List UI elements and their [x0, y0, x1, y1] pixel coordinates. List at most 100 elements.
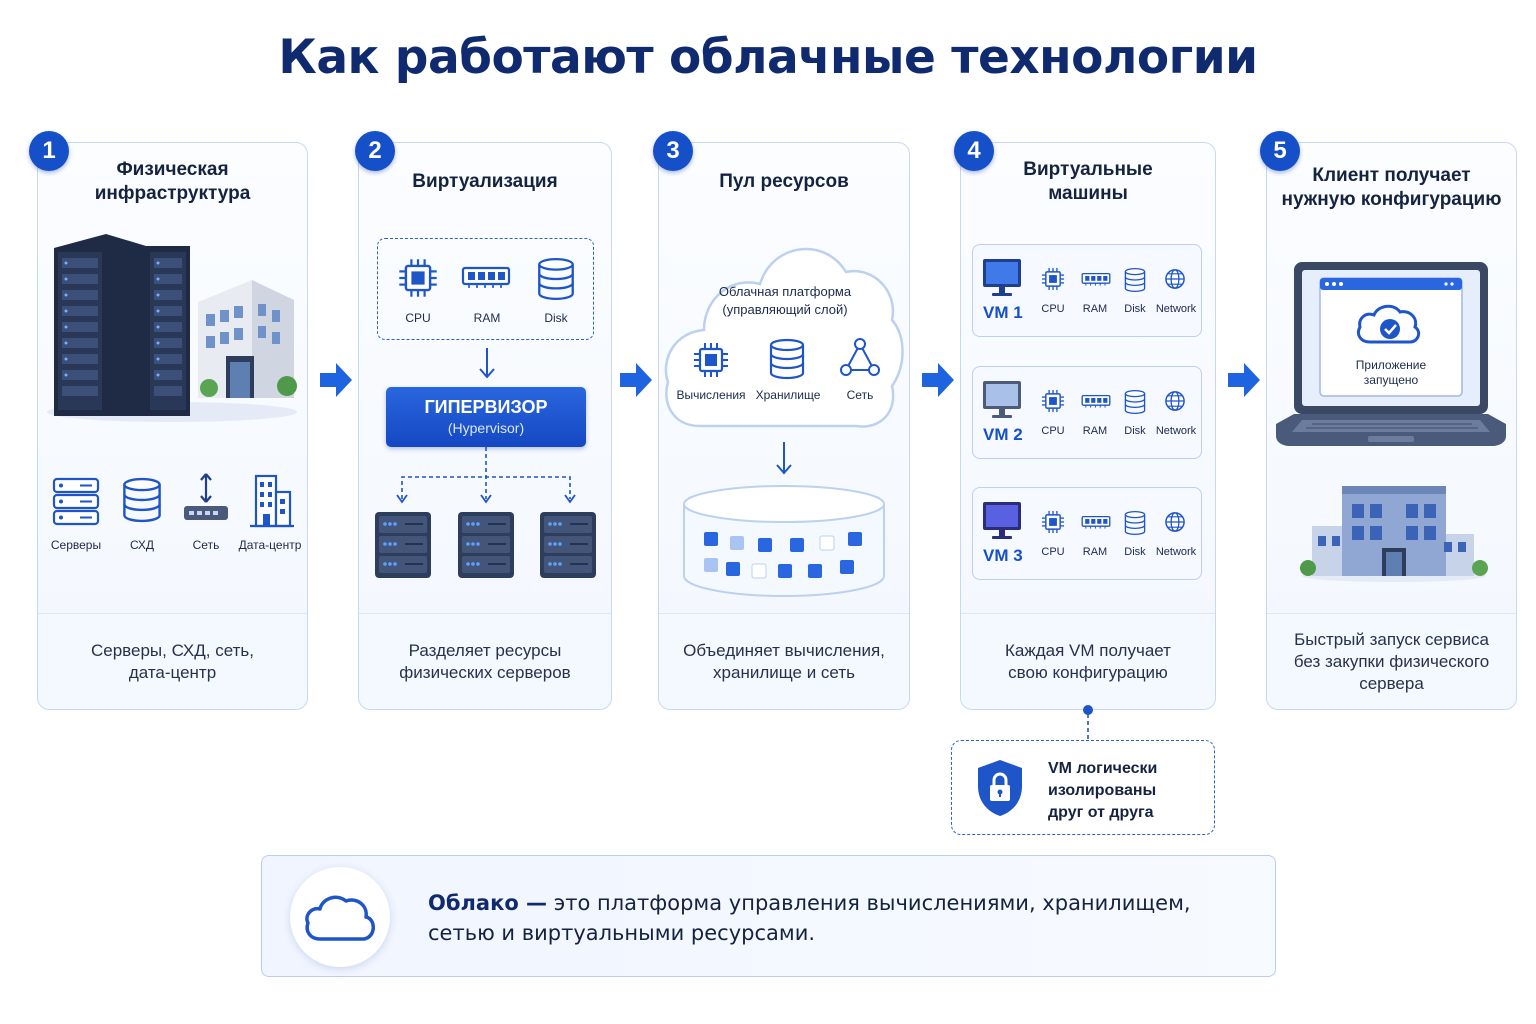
servers-icon — [52, 477, 100, 526]
vm-card: VM 1 — [972, 244, 1202, 337]
pool-label-network: Сеть — [846, 388, 874, 402]
vm-res-network: Network — [1155, 425, 1197, 437]
step-title: Клиент получает нужную конфигурацию — [1281, 165, 1502, 210]
network-globe-icon — [1162, 266, 1188, 292]
step-title: Виртуализация — [412, 171, 558, 192]
storage-icon — [767, 337, 807, 381]
cloud-platform-icon — [664, 247, 904, 428]
shield-lock-icon — [978, 760, 1022, 816]
resource-label-cpu: CPU — [405, 311, 431, 325]
page-title: Как работают облачные технологии — [278, 30, 1258, 85]
resource-group-box — [377, 238, 594, 340]
disk-icon — [1123, 509, 1147, 537]
monitor-icon — [980, 377, 1024, 421]
cloud-platform-title: Облачная платформа (управляющий слой) — [718, 284, 852, 317]
vm-res-ram: RAM — [1082, 546, 1108, 558]
hypervisor-label: ГИПЕРВИЗОР — [424, 397, 548, 417]
summary-banner: Облако — это платформа управления вычисл… — [261, 855, 1276, 977]
step-number-badge: 4 — [954, 131, 994, 171]
arrow-down-icon — [776, 442, 792, 475]
step-caption: Каждая VM получает свою конфигурацию — [961, 613, 1215, 709]
step-number-badge: 5 — [1260, 131, 1300, 171]
cloud-icon — [305, 895, 375, 941]
step-number-badge: 1 — [29, 131, 69, 171]
arrow-right-icon — [920, 360, 956, 400]
physical-server-icon — [373, 510, 433, 580]
disk-icon — [1123, 388, 1147, 416]
vm-res-disk: Disk — [1124, 303, 1146, 315]
resource-pool-icon — [683, 485, 885, 597]
storage-icon — [120, 472, 164, 528]
monitor-icon — [980, 255, 1024, 299]
network-globe-icon — [1162, 388, 1188, 414]
compute-icon — [691, 340, 731, 380]
datacenter-illustration — [47, 234, 297, 422]
physical-server-icon — [456, 510, 516, 580]
vm-res-cpu: CPU — [1041, 425, 1065, 437]
step-title: Физическая инфраструктура — [94, 159, 251, 204]
vm-res-network: Network — [1155, 546, 1197, 558]
cpu-icon — [396, 256, 440, 300]
network-globe-icon — [1162, 509, 1188, 535]
summary-text: Облако — это платформа управления вычисл… — [428, 888, 1248, 948]
cpu-icon — [1040, 388, 1066, 414]
step-caption: Разделяет ресурсы физических серверов — [359, 613, 611, 709]
vm-name: VM 3 — [983, 546, 1023, 565]
ram-icon — [1081, 513, 1111, 531]
app-status-text: Приложение запущено — [1355, 358, 1427, 387]
ram-icon — [1081, 392, 1111, 410]
network-graph-icon — [840, 338, 880, 376]
arrow-right-icon — [618, 360, 654, 400]
vm-card: VM 2 — [972, 366, 1202, 459]
vm-res-cpu: CPU — [1041, 303, 1065, 315]
physical-server-icon — [538, 510, 598, 580]
vm-res-ram: RAM — [1082, 303, 1108, 315]
vm-res-disk: Disk — [1124, 546, 1146, 558]
vm-card: VM 3 — [972, 487, 1202, 580]
pool-label-compute: Вычисления — [676, 388, 746, 402]
step-caption: Быстрый запуск сервиса без закупки физич… — [1267, 613, 1516, 709]
vm-res-cpu: CPU — [1041, 546, 1065, 558]
step-number-badge: 2 — [355, 131, 395, 171]
vm-name: VM 2 — [983, 425, 1023, 444]
resource-label-disk: Disk — [544, 311, 568, 325]
datacenter-building-icon — [250, 474, 294, 528]
isolation-text: VM логически изолированы друг от друга — [1048, 760, 1158, 821]
item-label-servers: Серверы — [50, 538, 102, 552]
vm-name: VM 1 — [983, 303, 1023, 322]
monitor-icon — [980, 498, 1024, 542]
disk-icon — [535, 256, 577, 302]
cpu-icon — [1040, 509, 1066, 535]
step-title: Виртуальные машины — [1023, 159, 1153, 204]
hypervisor-sublabel: (Hypervisor) — [447, 420, 525, 436]
pool-label-storage: Хранилище — [755, 388, 821, 402]
disk-icon — [1123, 266, 1147, 294]
network-switch-icon — [184, 473, 228, 520]
ram-icon — [1081, 270, 1111, 288]
cpu-icon — [1040, 266, 1066, 292]
summary-term: Облако — — [428, 891, 548, 915]
step-caption: Серверы, СХД, сеть, дата-центр — [38, 613, 307, 709]
resource-label-ram: RAM — [473, 311, 501, 325]
step-number-badge: 3 — [653, 131, 693, 171]
step-caption: Объединяет вычисления, хранилище и сеть — [659, 613, 909, 709]
laptop-icon — [1276, 262, 1506, 446]
item-label-network: Сеть — [192, 538, 220, 552]
arrow-right-icon — [1226, 360, 1262, 400]
summary-definition: это платформа управления вычислениями, х… — [428, 891, 1191, 945]
vm-res-disk: Disk — [1124, 425, 1146, 437]
arrow-right-icon — [318, 360, 354, 400]
connector-line — [1083, 705, 1093, 742]
item-label-storage: СХД — [129, 538, 155, 552]
step-title: Пул ресурсов — [719, 171, 849, 192]
hypervisor-block: ГИПЕРВИЗОР (Hypervisor) — [386, 387, 586, 447]
item-label-datacenter: Дата-центр — [238, 538, 302, 552]
vm-res-network: Network — [1155, 303, 1197, 315]
arrow-down-icon — [479, 348, 495, 379]
step-panel-1: Физическая инфраструктура Серверы, СХД, … — [37, 142, 308, 710]
isolation-note: VM логически изолированы друг от друга — [951, 740, 1215, 835]
office-building-icon — [1300, 486, 1488, 582]
ram-icon — [461, 262, 511, 292]
vm-res-ram: RAM — [1082, 425, 1108, 437]
cloud-icon-circle — [290, 867, 390, 967]
